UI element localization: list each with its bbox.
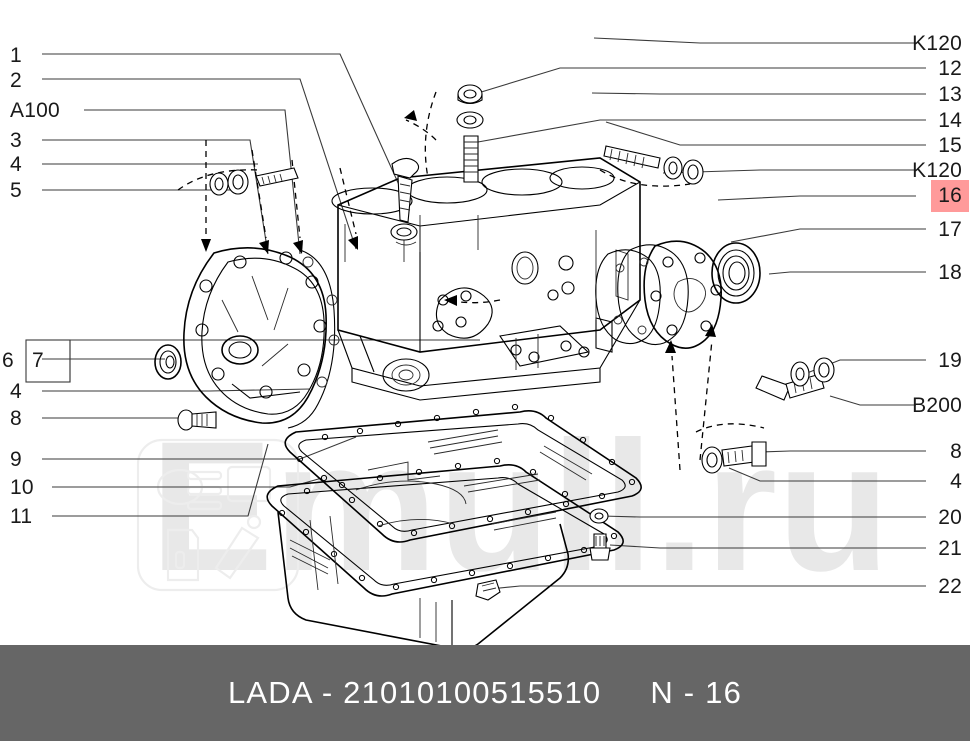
callout-left-4b[interactable]: 4 xyxy=(10,380,22,403)
callout-left-9[interactable]: 9 xyxy=(10,448,22,471)
watermark-text: Emull.ru xyxy=(150,404,890,610)
callout-right-13[interactable]: 13 xyxy=(938,83,962,106)
hardware-top-center xyxy=(424,84,484,183)
hardware-right-mid xyxy=(755,357,835,401)
callout-right-20[interactable]: 20 xyxy=(938,506,962,529)
hardware-left-top xyxy=(209,167,299,196)
block-bolt-upper xyxy=(390,157,420,246)
callout-left-2[interactable]: 2 xyxy=(10,69,22,92)
callout-left-8[interactable]: 8 xyxy=(10,407,22,430)
callout-right-b200[interactable]: B200 xyxy=(912,394,962,417)
callout-right-21[interactable]: 21 xyxy=(938,537,962,560)
callout-left-4a[interactable]: 4 xyxy=(10,153,22,176)
callout-left-11[interactable]: 11 xyxy=(10,505,33,528)
callout-right-k120a[interactable]: K120 xyxy=(912,32,962,55)
bracket-6-7 xyxy=(25,339,480,383)
callout-right-18[interactable]: 18 xyxy=(938,261,962,284)
hardware-left-bottom xyxy=(177,409,217,431)
engine-block xyxy=(331,157,641,401)
callout-right-12[interactable]: 12 xyxy=(938,57,962,80)
callout-right-4[interactable]: 4 xyxy=(950,470,962,493)
callout-left-10[interactable]: 10 xyxy=(10,476,34,499)
callout-left-6[interactable]: 6 xyxy=(2,349,14,372)
callout-right-19[interactable]: 19 xyxy=(938,349,962,372)
hardware-pan-bolts xyxy=(589,508,611,561)
callout-right-8[interactable]: 8 xyxy=(950,440,962,463)
drawing-canvas: .ln { fill:none; stroke:#000; stroke-wid… xyxy=(25,37,926,645)
technical-drawing: .ln { fill:none; stroke:#000; stroke-wid… xyxy=(25,37,926,645)
callout-right-14[interactable]: 14 xyxy=(938,109,962,132)
leader-lines-left xyxy=(42,53,405,517)
assembly-arrows-left xyxy=(177,140,358,254)
hardware-right-low xyxy=(695,423,767,474)
drain-plug xyxy=(475,579,501,601)
oil-pan-assembly xyxy=(266,403,642,645)
footer-bar: LADA - 21010100515510 N - 16 xyxy=(0,645,970,741)
callout-left-7[interactable]: 7 xyxy=(32,349,44,372)
watermark-icon-panel xyxy=(136,438,300,592)
callout-left-a100[interactable]: A100 xyxy=(10,99,60,122)
callout-left-1[interactable]: 1 xyxy=(10,44,22,67)
block-arrows xyxy=(404,110,501,306)
footer-part-number: LADA - 21010100515510 N - 16 xyxy=(227,675,743,710)
callout-right-17[interactable]: 17 xyxy=(938,218,962,241)
callout-right-k120b[interactable]: K120 xyxy=(912,159,962,182)
callout-left-5[interactable]: 5 xyxy=(10,179,22,202)
callout-right-15[interactable]: 15 xyxy=(938,134,962,157)
callout-left-3[interactable]: 3 xyxy=(10,129,22,152)
rear-seal-housing xyxy=(595,240,761,349)
assembly-arrows-right xyxy=(665,324,716,471)
timing-cover xyxy=(154,247,340,429)
callout-right-16-highlighted[interactable]: 16 xyxy=(931,180,969,212)
callout-right-22[interactable]: 22 xyxy=(938,575,962,598)
hardware-right-top xyxy=(599,145,704,187)
